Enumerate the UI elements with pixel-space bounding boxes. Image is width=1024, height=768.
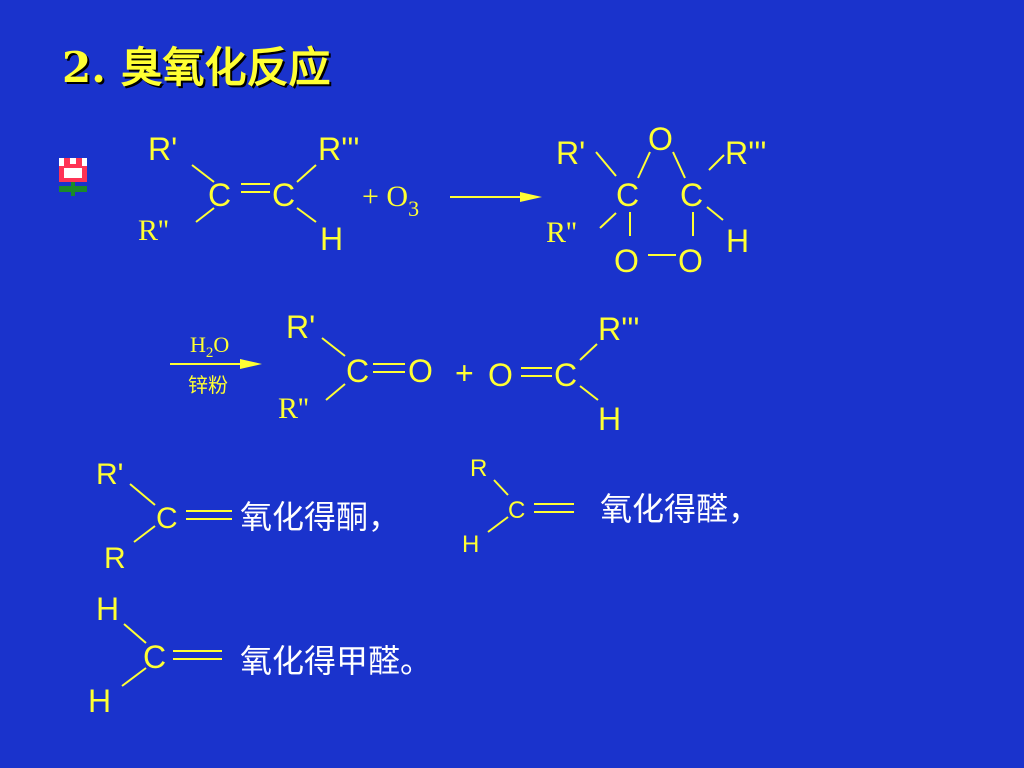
formaldehyde-rule-c: C — [143, 639, 166, 675]
formaldehyde-rule-structure — [121, 623, 222, 687]
ozone-subscript: 3 — [408, 196, 419, 221]
aldehyde-product-structure — [521, 343, 599, 401]
reagent-water-o: O — [213, 332, 229, 357]
slide-title: 2. 臭氧化反应 — [62, 43, 331, 92]
plus-ozone-main: + O — [362, 180, 408, 213]
reaction-arrow-2 — [170, 359, 262, 369]
ozonide-r3: R''' — [725, 135, 766, 171]
aldehyde-r: R''' — [598, 311, 639, 347]
aldehyde-h: H — [598, 401, 621, 437]
reagent-water-subscript: 2 — [206, 345, 214, 361]
aldehyde-rule-top: R — [470, 455, 487, 482]
ketone-product-structure — [321, 337, 405, 401]
alkene-structure — [191, 164, 317, 223]
ketone-o: O — [408, 353, 433, 389]
reaction-arrow-1 — [450, 192, 542, 202]
alkene-c2: C — [272, 177, 295, 213]
ketone-r2: R'' — [278, 392, 309, 425]
ketone-rule-bottom: R — [104, 542, 126, 575]
alkene-c1: C — [208, 177, 231, 213]
ozonide-o-left: O — [614, 243, 639, 279]
reagent-zinc: 锌粉 — [188, 373, 228, 397]
ozonide-o-top: O — [648, 121, 673, 157]
ketone-rule-c: C — [156, 502, 178, 535]
aldehyde-c: C — [554, 357, 577, 393]
aldehyde-rule-c: C — [508, 497, 525, 524]
ozonide-r2: R'' — [546, 216, 577, 249]
reagent-water-h: H — [190, 332, 206, 357]
ozonide-h: H — [726, 223, 749, 259]
ketone-rule-structure — [129, 483, 232, 543]
formaldehyde-rule-text: 氧化得甲醛。 — [240, 642, 433, 680]
ketone-rule-text: 氧化得酮， — [240, 498, 401, 536]
ketone-c: C — [346, 353, 369, 389]
ozonide-c1: C — [616, 177, 639, 213]
ozonide-structure — [595, 151, 725, 256]
alkene-r2: R'' — [138, 214, 169, 247]
formaldehyde-rule-top: H — [96, 591, 119, 627]
tulip-icon — [59, 158, 87, 196]
reagent-water: H2O — [190, 332, 229, 361]
alkene-h: H — [320, 221, 343, 257]
aldehyde-rule-bottom: H — [462, 531, 479, 558]
ozonide-r1: R' — [556, 135, 585, 171]
product-plus: + — [455, 355, 474, 391]
ozonide-o-right: O — [678, 243, 703, 279]
ketone-r1: R' — [286, 309, 315, 345]
plus-ozone: + O3 — [362, 180, 419, 221]
formaldehyde-rule-bottom: H — [88, 683, 111, 719]
aldehyde-rule-text: 氧化得醛， — [600, 490, 761, 528]
aldehyde-o: O — [488, 357, 513, 393]
aldehyde-rule-structure — [487, 479, 574, 533]
ozonide-c2: C — [680, 177, 703, 213]
ketone-rule-top: R' — [96, 458, 123, 491]
alkene-r1: R' — [148, 131, 177, 167]
alkene-r3: R''' — [318, 131, 359, 167]
